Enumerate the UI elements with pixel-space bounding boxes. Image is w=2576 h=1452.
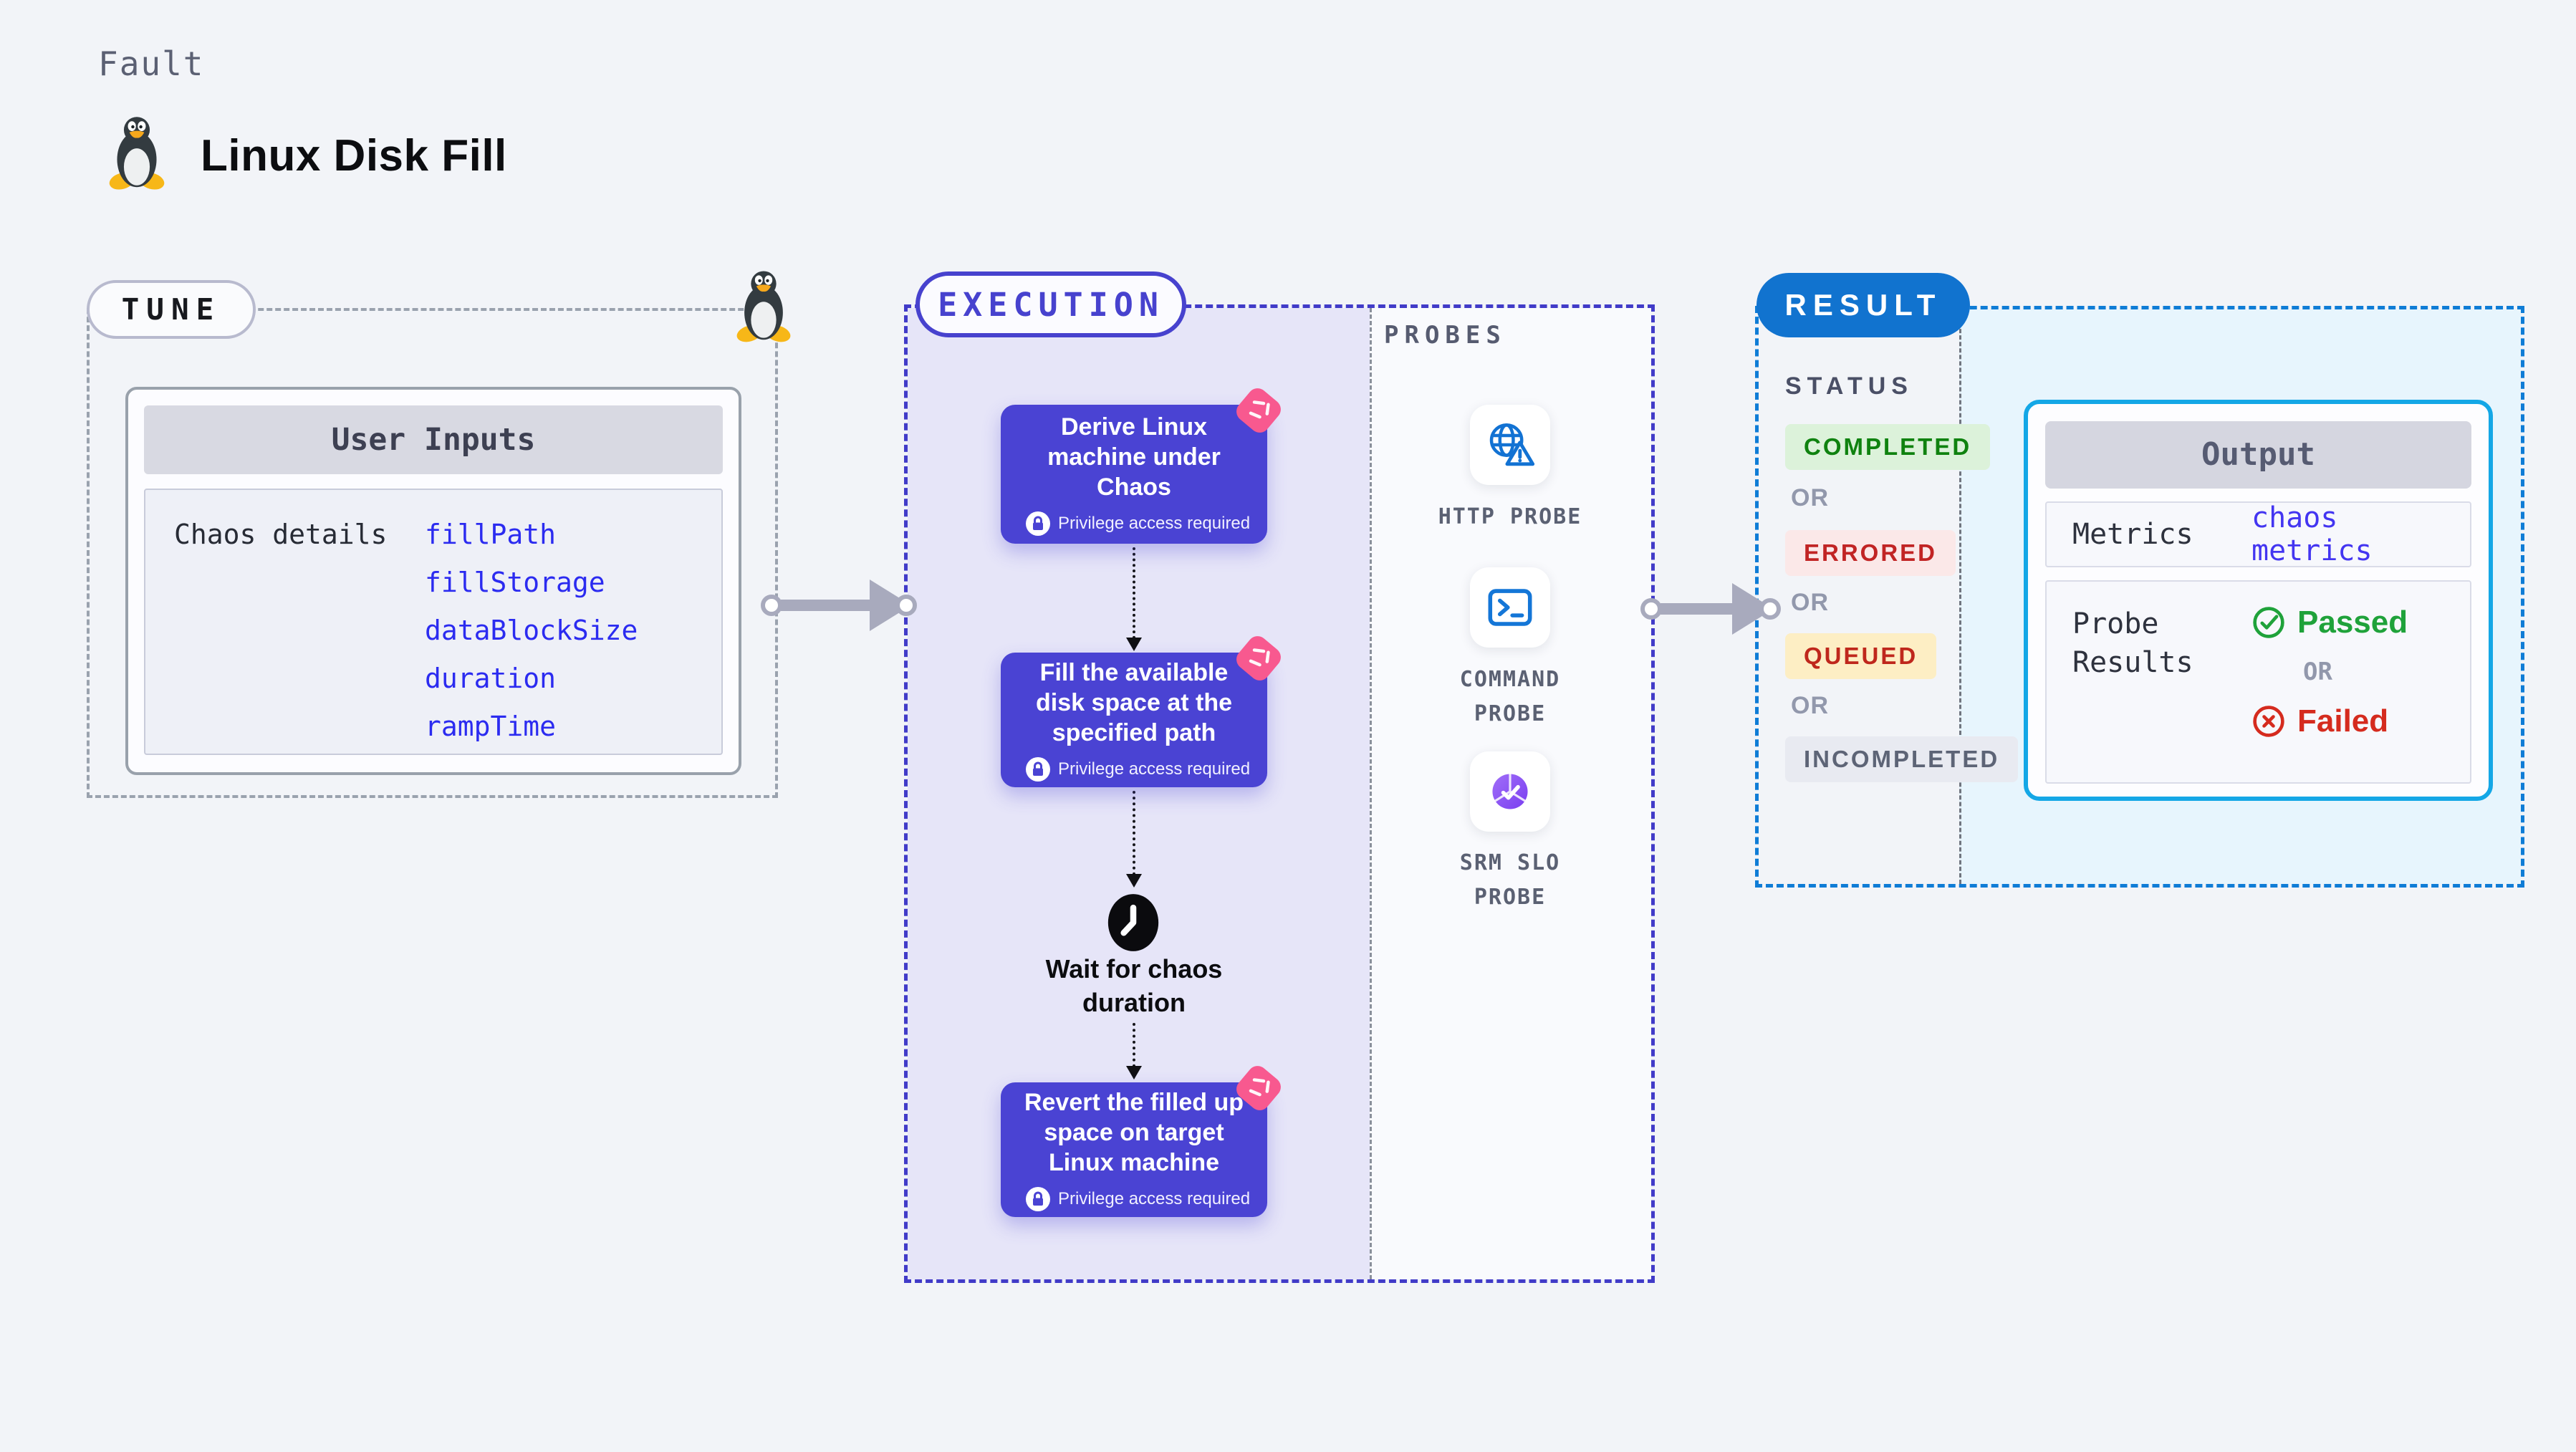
- wait-duration-label: Wait for chaos duration: [1045, 954, 1223, 1017]
- command-probe-card: [1470, 567, 1550, 648]
- flow-arrowhead: [1126, 638, 1142, 651]
- http-probe-label: HTTP PROBE: [1438, 504, 1582, 529]
- privilege-note-text: Privilege access required: [1058, 1189, 1251, 1209]
- step-revert-space: Revert the filled up space on target Lin…: [1001, 1062, 1285, 1217]
- failed-label: Failed: [2297, 703, 2389, 739]
- step-title: Revert the filled up space on target Lin…: [1024, 1088, 1244, 1177]
- probe-results-row: Probe Results Passed OR Failed: [2045, 580, 2471, 784]
- passed-line: Passed: [2251, 605, 2408, 640]
- clock-icon: [1106, 893, 1160, 953]
- output-header: Output: [2045, 421, 2471, 489]
- or-separator: OR: [2303, 658, 2332, 686]
- flow-connector: [1133, 1023, 1135, 1067]
- step-title: Fill the available disk space at the spe…: [1035, 658, 1232, 747]
- linux-tux-corner-icon: [734, 268, 794, 345]
- step-title: Derive Linux machine under Chaos: [1047, 413, 1221, 501]
- tune-section: [87, 308, 778, 798]
- result-badge: RESULT: [1756, 273, 1970, 337]
- passed-label: Passed: [2297, 605, 2408, 640]
- execution-badge: EXECUTION: [915, 271, 1186, 337]
- user-inputs-body: Chaos details fillPath fillStorage dataB…: [144, 489, 723, 755]
- result-divider: [1959, 309, 1961, 884]
- flow-arrowhead: [1126, 1066, 1142, 1080]
- flow-connector: [1133, 791, 1135, 875]
- input-duration: duration: [425, 663, 557, 694]
- arrow-shaft: [781, 600, 873, 611]
- lock-icon: [1026, 757, 1050, 782]
- chaos-logo-icon: [1232, 384, 1285, 437]
- privilege-note: Privilege access required: [1025, 756, 1250, 782]
- or-separator: OR: [1791, 484, 1829, 511]
- privilege-note: Privilege access required: [1025, 1186, 1250, 1212]
- probe-results-label: Probe Results: [2072, 607, 2193, 679]
- linux-tux-icon: [106, 113, 168, 193]
- status-errored: ERRORED: [1785, 530, 1956, 576]
- output-card: Output Metrics chaos metrics Probe Resul…: [2024, 400, 2493, 801]
- input-ramptime: rampTime: [425, 711, 557, 742]
- lock-icon: [1026, 511, 1050, 537]
- step-derive-machine: Derive Linux machine under Chaos Privile…: [1001, 384, 1285, 544]
- connector-ring: [895, 595, 917, 616]
- status-heading: STATUS: [1785, 372, 1913, 400]
- probes-divider: [1370, 308, 1372, 1279]
- chaos-logo-icon: [1232, 1062, 1285, 1115]
- or-separator: OR: [1791, 692, 1829, 719]
- srm-slo-probe-label: SRM SLO PROBE: [1459, 850, 1561, 910]
- privilege-note: Privilege access required: [1025, 511, 1250, 537]
- metrics-label: Metrics: [2072, 518, 2193, 551]
- step-fill-disk: Fill the available disk space at the spe…: [1001, 632, 1285, 787]
- privilege-note-text: Privilege access required: [1058, 514, 1251, 534]
- connector-ring: [761, 595, 782, 616]
- flow-connector: [1133, 547, 1135, 639]
- metrics-row: Metrics chaos metrics: [2045, 501, 2471, 567]
- page-title: Linux Disk Fill: [201, 131, 507, 181]
- chaos-metrics-link[interactable]: chaos metrics: [2251, 501, 2373, 567]
- lock-icon: [1026, 1187, 1050, 1212]
- x-circle-icon: [2253, 706, 2284, 737]
- connector-ring: [1640, 598, 1662, 620]
- slo-donut-icon: [1492, 773, 1528, 809]
- input-datablocksize: dataBlockSize: [425, 615, 638, 646]
- check-circle-icon: [2253, 607, 2284, 638]
- status-incompleted: INCOMPLETED: [1785, 736, 2019, 782]
- terminal-icon: [1488, 589, 1532, 626]
- chaos-logo-icon: [1232, 632, 1285, 685]
- input-fillpath: fillPath: [425, 519, 557, 550]
- connector-ring: [1759, 598, 1781, 620]
- failed-line: Failed: [2251, 703, 2408, 739]
- chaos-details-label: Chaos details: [174, 519, 388, 550]
- fault-eyebrow: Fault: [98, 44, 205, 83]
- probes-heading: PROBES: [1384, 321, 1506, 350]
- flow-arrowhead: [1126, 874, 1142, 888]
- http-probe-card: [1470, 405, 1550, 485]
- user-inputs-header: User Inputs: [144, 405, 723, 474]
- tune-badge: TUNE: [87, 280, 256, 339]
- user-inputs-card: User Inputs Chaos details fillPath fillS…: [125, 387, 741, 775]
- status-queued: QUEUED: [1785, 633, 1937, 679]
- status-completed: COMPLETED: [1785, 424, 1991, 470]
- globe-alert-icon: [1489, 423, 1535, 466]
- command-probe-label: COMMAND PROBE: [1459, 667, 1561, 726]
- input-fillstorage: fillStorage: [425, 567, 605, 598]
- or-separator: OR: [1791, 589, 1829, 616]
- privilege-note-text: Privilege access required: [1058, 759, 1251, 779]
- srm-slo-probe-card: [1470, 751, 1550, 832]
- arrow-shaft: [1661, 603, 1735, 615]
